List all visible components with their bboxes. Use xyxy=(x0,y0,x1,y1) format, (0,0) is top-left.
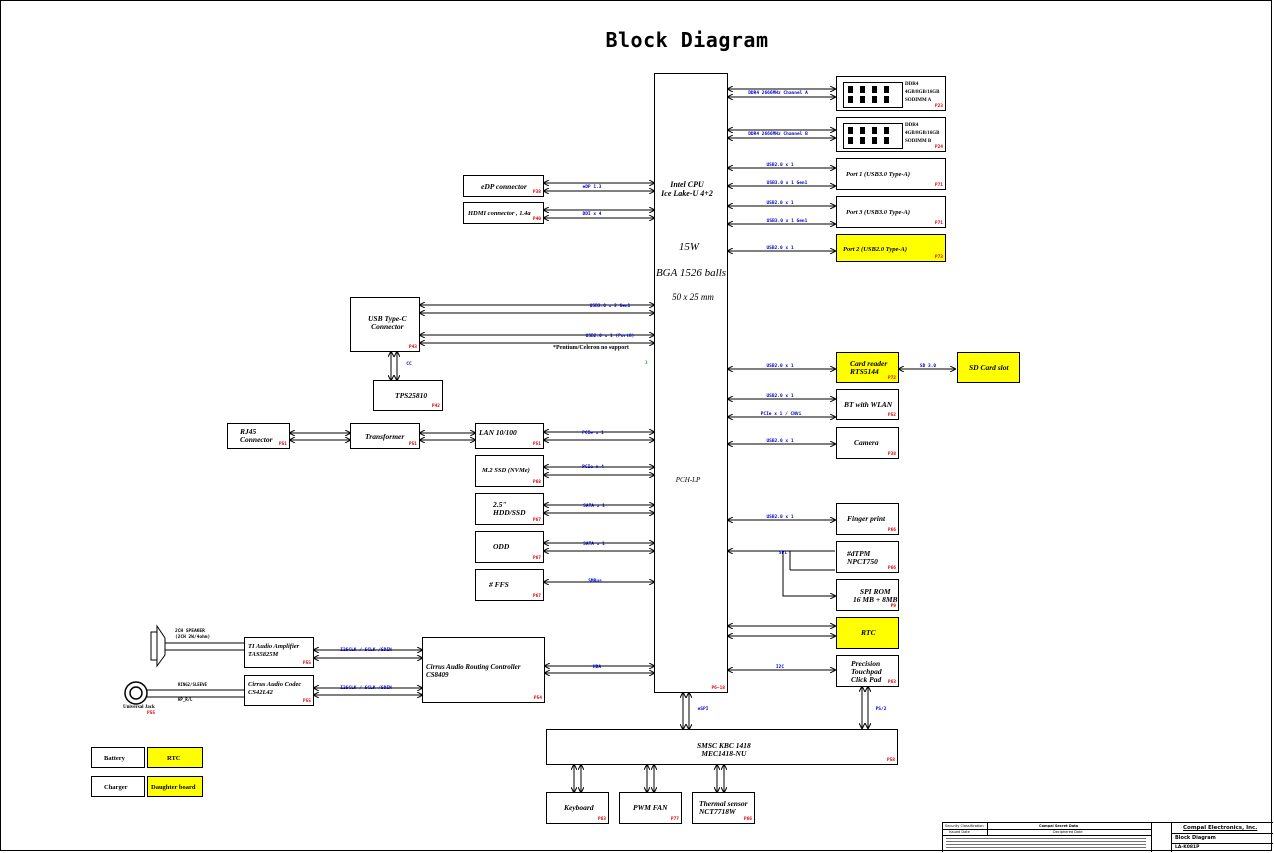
tb-issued: Issued Date xyxy=(949,830,970,834)
cpu-size: 50 x 25 mm xyxy=(672,292,714,302)
legend-charger: Charger xyxy=(91,776,145,797)
jack-signal-1: RING2/SLEEVE xyxy=(178,682,207,687)
bus-label-cc: CC xyxy=(406,362,412,367)
bus-label-usb30-x2: USB3.0 x 2 Gen1 xyxy=(589,304,631,309)
bus-label-usb20-p3: USB2.0 x 1 xyxy=(766,201,794,206)
bus-label-usb30-p1: USB3.0 x 1 Gen1 xyxy=(766,181,808,186)
pentium-note: *Pentium/Celeron no support xyxy=(553,345,629,351)
usb-port2-block: Port 2 (USB2.0 Type-A)P73 xyxy=(836,234,946,262)
bus-label-ddr-a: DDR4 2666MHz Channel A xyxy=(748,91,808,96)
m2-ssd-block: M.2 SSD (NVMe)P68 xyxy=(475,455,544,487)
bus-label-i2c: I2C xyxy=(775,665,785,670)
bus-label-ddi: DDI x 4 xyxy=(582,212,602,217)
jack-signal-2: HP_R/L xyxy=(178,697,193,702)
tb-secret: Compal Secret Data xyxy=(1039,824,1079,828)
bus-label-sata-odd: SATA x 1 xyxy=(583,542,605,547)
page-title: Block Diagram xyxy=(605,28,769,52)
marker-3: 3 xyxy=(645,361,648,366)
sd-card-slot-block: SD Card slot xyxy=(957,352,1020,383)
tb-fine-print xyxy=(946,838,1146,848)
bus-label-sata-hdd: SATA x 1 xyxy=(583,504,605,509)
legend-rtc: RTC xyxy=(147,747,203,768)
title-block: Security Classification Compal Secret Da… xyxy=(942,822,1273,852)
bus-label-usb20-p1: USB2.0 x 1 xyxy=(766,163,794,168)
speaker-icon xyxy=(150,624,166,668)
bus-label-usb20-card: USB2.0 x 1 xyxy=(766,364,794,369)
usb-port3-block: Port 3 (USB3.0 Type-A)P71 xyxy=(836,196,946,228)
cpu-package: BGA 1526 balls xyxy=(655,267,727,279)
tb-sheet-title: Block Diagram xyxy=(1175,835,1216,841)
bus-label-i2s-amp: I2SCLK / SCLK /SDIN xyxy=(340,648,392,653)
bus-label-spi: SPI xyxy=(778,551,788,556)
tb-doc: LA-K081P xyxy=(1175,845,1200,850)
cpu-block: P6~18 xyxy=(654,73,728,693)
bus-label-pcie-cnvi: PCIe x 1 / CNVi xyxy=(760,412,802,417)
bus-label-ps2: PS/2 xyxy=(875,707,887,712)
rtc-block: RTC xyxy=(836,617,899,649)
tb-company: Compal Electronics, Inc. xyxy=(1183,825,1258,831)
bus-ddr-b xyxy=(728,130,835,138)
bus-label-usb20-p2: USB2.0 x 1 xyxy=(766,246,794,251)
legend-daughter-board: Daughter board xyxy=(147,776,203,797)
legend-battery: Battery xyxy=(91,747,145,768)
bus-label-usb20-port8: USB2.0 x 1 (Port8) xyxy=(585,334,635,339)
speaker-label: 2CH SPEAKER(2CH 2W/4ohm) xyxy=(175,629,211,640)
cpu-power: 15W xyxy=(678,241,700,253)
bus-label-usb30-p3: USB3.0 x 1 Gen1 xyxy=(766,219,808,224)
bus-label-i2s-codec: I2SCLK / SCLK /SDIN xyxy=(340,686,392,691)
bus-label-usb20-cam: USB2.0 x 1 xyxy=(766,439,794,444)
tb-deciphered: Deciphered Date xyxy=(1053,830,1083,834)
bus-label-ddr-b: DDR4 2666MHz Channel B xyxy=(748,132,808,137)
bus-label-pcie-m2: PCIe x 4 xyxy=(582,465,604,470)
audio-jack-icon xyxy=(124,681,148,705)
bus-label-smbus: SMBus xyxy=(588,579,602,584)
bus-label-espi: eSPI xyxy=(697,707,709,712)
bus-label-pcie-lan: PCIe x 1 xyxy=(582,431,604,436)
bus-label-hda: HDA xyxy=(592,665,602,670)
bus-label-usb20-bt: USB2.0 x 1 xyxy=(766,394,794,399)
bus-label-usb20-fp: USB2.0 x 1 xyxy=(766,515,794,520)
universal-jack-label: Universal Jack xyxy=(123,705,155,710)
universal-jack-page: P55 xyxy=(147,711,156,716)
bus-label-edp: eDP 1.3 xyxy=(582,185,602,190)
cpu-page-ref: P6~18 xyxy=(711,686,725,691)
pch-label: PCH-LP xyxy=(675,476,701,484)
bus-ddr-a xyxy=(728,89,835,97)
usb-port1-block: Port 1 (USB3.0 Type-A)P71 xyxy=(836,158,946,190)
tb-security: Security Classification xyxy=(945,824,984,828)
bus-label-sd30: SD 3.0 xyxy=(919,364,937,369)
